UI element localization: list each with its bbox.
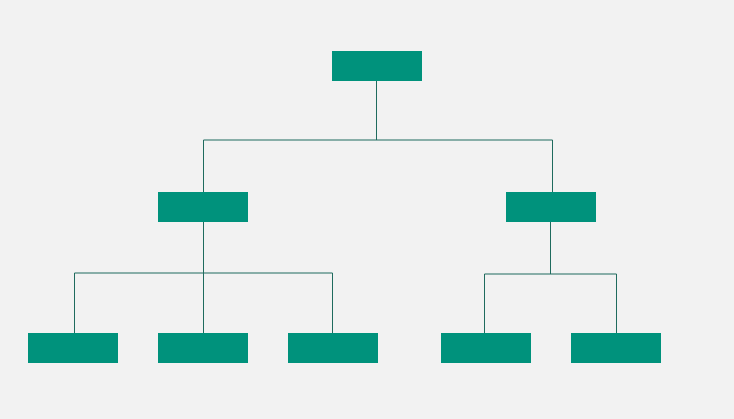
child-node-4	[441, 333, 531, 363]
left-manager-node	[158, 192, 248, 222]
child-node-1	[28, 333, 118, 363]
child-node-3	[288, 333, 378, 363]
right-manager-node	[506, 192, 596, 222]
root-node	[332, 51, 422, 81]
child-node-2	[158, 333, 248, 363]
child-node-5	[571, 333, 661, 363]
